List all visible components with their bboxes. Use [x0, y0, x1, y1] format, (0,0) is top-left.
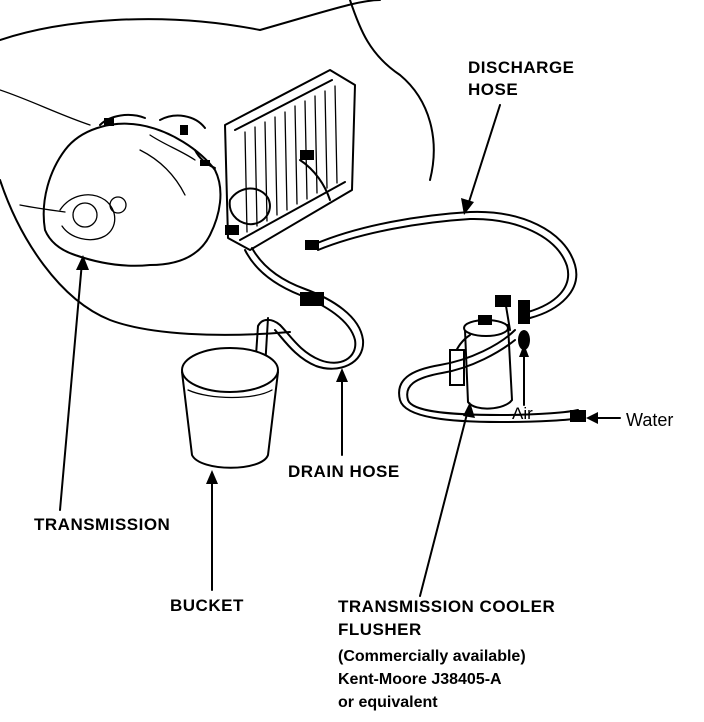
engine-bay-outline	[0, 0, 435, 336]
drain-hose	[244, 247, 365, 371]
air-label: Air	[512, 404, 533, 423]
discharge-hose-label-line1: DISCHARGE	[468, 58, 575, 77]
transmission-label: TRANSMISSION	[34, 515, 171, 534]
flusher-label-line4: Kent-Moore J38405-A	[338, 671, 502, 688]
flusher-label-line3: (Commercially available)	[338, 648, 526, 665]
drain-hose-label: DRAIN HOSE	[288, 462, 400, 481]
discharge-hose	[314, 210, 578, 319]
transmission-illustration	[19, 113, 222, 267]
water-label: Water	[626, 410, 674, 430]
radiator-illustration	[224, 69, 356, 251]
flusher-label-line1: TRANSMISSION COOLER	[338, 597, 556, 616]
flusher-label-line5: or equivalent	[338, 694, 438, 711]
flusher-illustration	[398, 295, 586, 423]
leader-lines	[59, 104, 621, 597]
discharge-hose-label-line2: HOSE	[468, 80, 519, 99]
bucket-label: BUCKET	[170, 596, 244, 615]
bucket-illustration	[181, 347, 279, 469]
flusher-label-line2: FLUSHER	[338, 620, 422, 639]
